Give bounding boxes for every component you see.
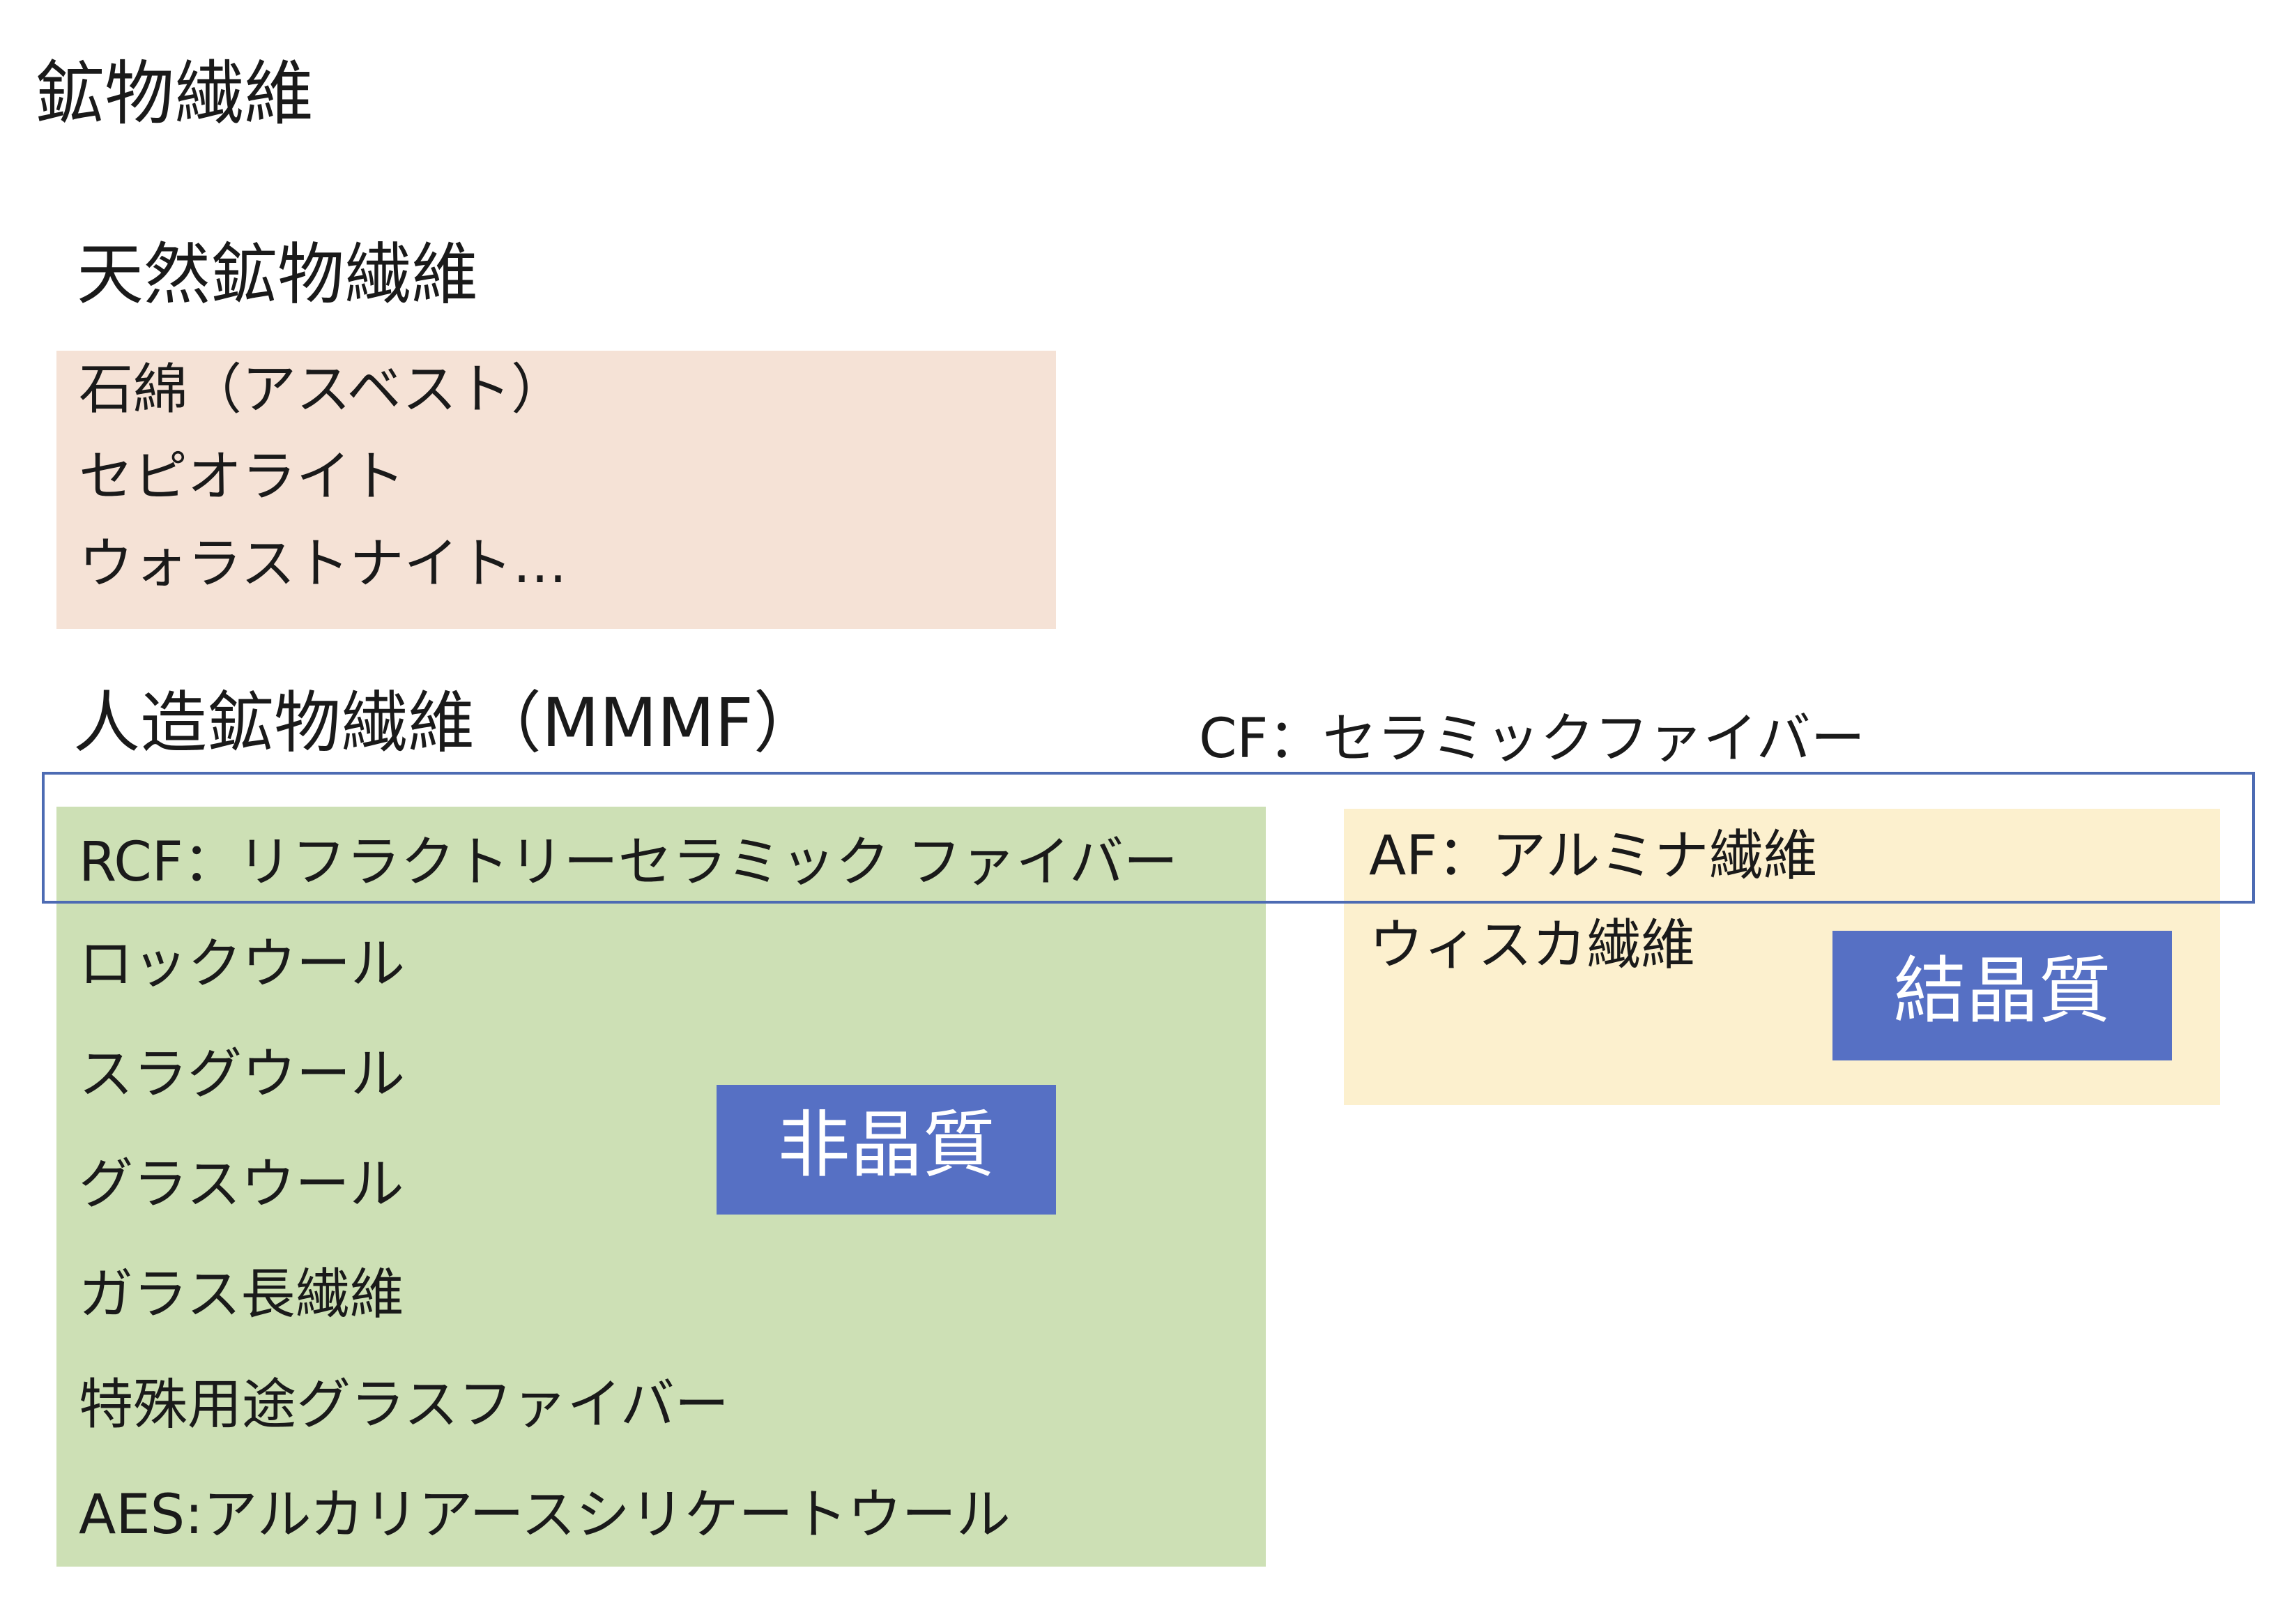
- ceramic-fiber-label: CF：セラミックファイバー: [1199, 708, 1865, 770]
- natural-fibers-box: 石綿（アスベスト） セピオライト ウォラストナイト…: [56, 351, 1056, 629]
- natural-fiber-item: セピオライト: [79, 446, 406, 508]
- manmade-fiber-item: ロックウール: [79, 933, 406, 996]
- manmade-fiber-item: AES:アルカリアースシリケートウール: [79, 1484, 1011, 1546]
- manmade-fiber-item: RCF：リフラクトリーセラミック ファイバー: [79, 831, 1178, 894]
- page-title: 鉱物繊維: [35, 53, 314, 135]
- crystalline-tag: 結晶質: [1832, 931, 2172, 1060]
- manmade-fibers-box: RCF：リフラクトリーセラミック ファイバー ロックウール スラグウール グラス…: [56, 807, 1266, 1567]
- natural-fiber-item: ウォラストナイト…: [79, 533, 567, 595]
- amorphous-tag: 非晶質: [717, 1085, 1056, 1215]
- manmade-fibers-heading: 人造鉱物繊維（MMMF）: [73, 684, 820, 762]
- natural-fiber-item: 石綿（アスベスト）: [79, 358, 566, 421]
- manmade-fiber-item: ガラス長繊維: [79, 1263, 404, 1326]
- ceramic-fiber-outline: [42, 772, 2255, 904]
- manmade-fiber-item: グラスウール: [79, 1153, 404, 1216]
- crystalline-fiber-item: ウィスカ繊維: [1369, 914, 1696, 977]
- natural-fibers-heading: 天然鉱物繊維: [77, 236, 478, 314]
- crystalline-fiber-item: AF：アルミナ繊維: [1369, 825, 1818, 888]
- manmade-fiber-item: 特殊用途グラスファイバー: [79, 1373, 729, 1436]
- manmade-fiber-item: スラグウール: [79, 1043, 406, 1106]
